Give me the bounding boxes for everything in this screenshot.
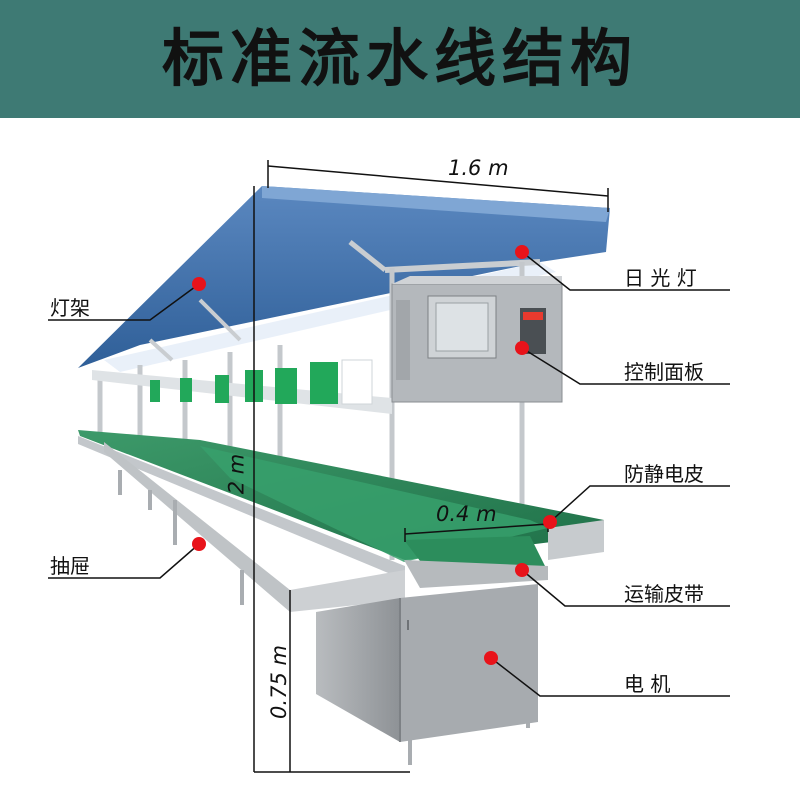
callout-motor: 电 机: [624, 672, 671, 696]
marker-control-panel: [515, 341, 529, 355]
marker-drawer: [192, 537, 206, 551]
leader-lines: [48, 251, 730, 697]
control-box: [391, 276, 563, 403]
callout-fluorescent-lamp: 日 光 灯: [624, 266, 697, 290]
marker-antistatic-skin: [543, 515, 557, 529]
dimension-height: 2 m: [224, 453, 249, 495]
dimension-belt-width: 0.4 m: [436, 502, 497, 526]
marker-fluorescent-lamp: [515, 245, 529, 259]
marker-lamp-frame: [192, 277, 206, 291]
dimension-width: 1.6 m: [448, 156, 509, 180]
marker-conveyor-belt: [515, 563, 529, 577]
motor-cabinet: [316, 584, 538, 742]
callout-conveyor-belt: 运输皮带: [624, 582, 704, 606]
callout-markers: [192, 245, 557, 665]
assembly-line-illustration: [48, 160, 730, 773]
dimension-table-height: 0.75 m: [266, 645, 291, 719]
belt-tables: [78, 430, 604, 612]
callout-drawer: 抽屉: [50, 554, 90, 578]
page-title: 标准流水线结构: [161, 22, 638, 95]
callout-lamp-frame: 灯架: [50, 296, 90, 320]
shelf: [92, 359, 392, 414]
callout-control-panel: 控制面板: [624, 360, 704, 384]
title-banner: 标准流水线结构: [0, 0, 800, 118]
marker-motor: [484, 651, 498, 665]
dimension-lines: [253, 160, 609, 773]
callout-antistatic-skin: 防静电皮: [624, 462, 704, 486]
